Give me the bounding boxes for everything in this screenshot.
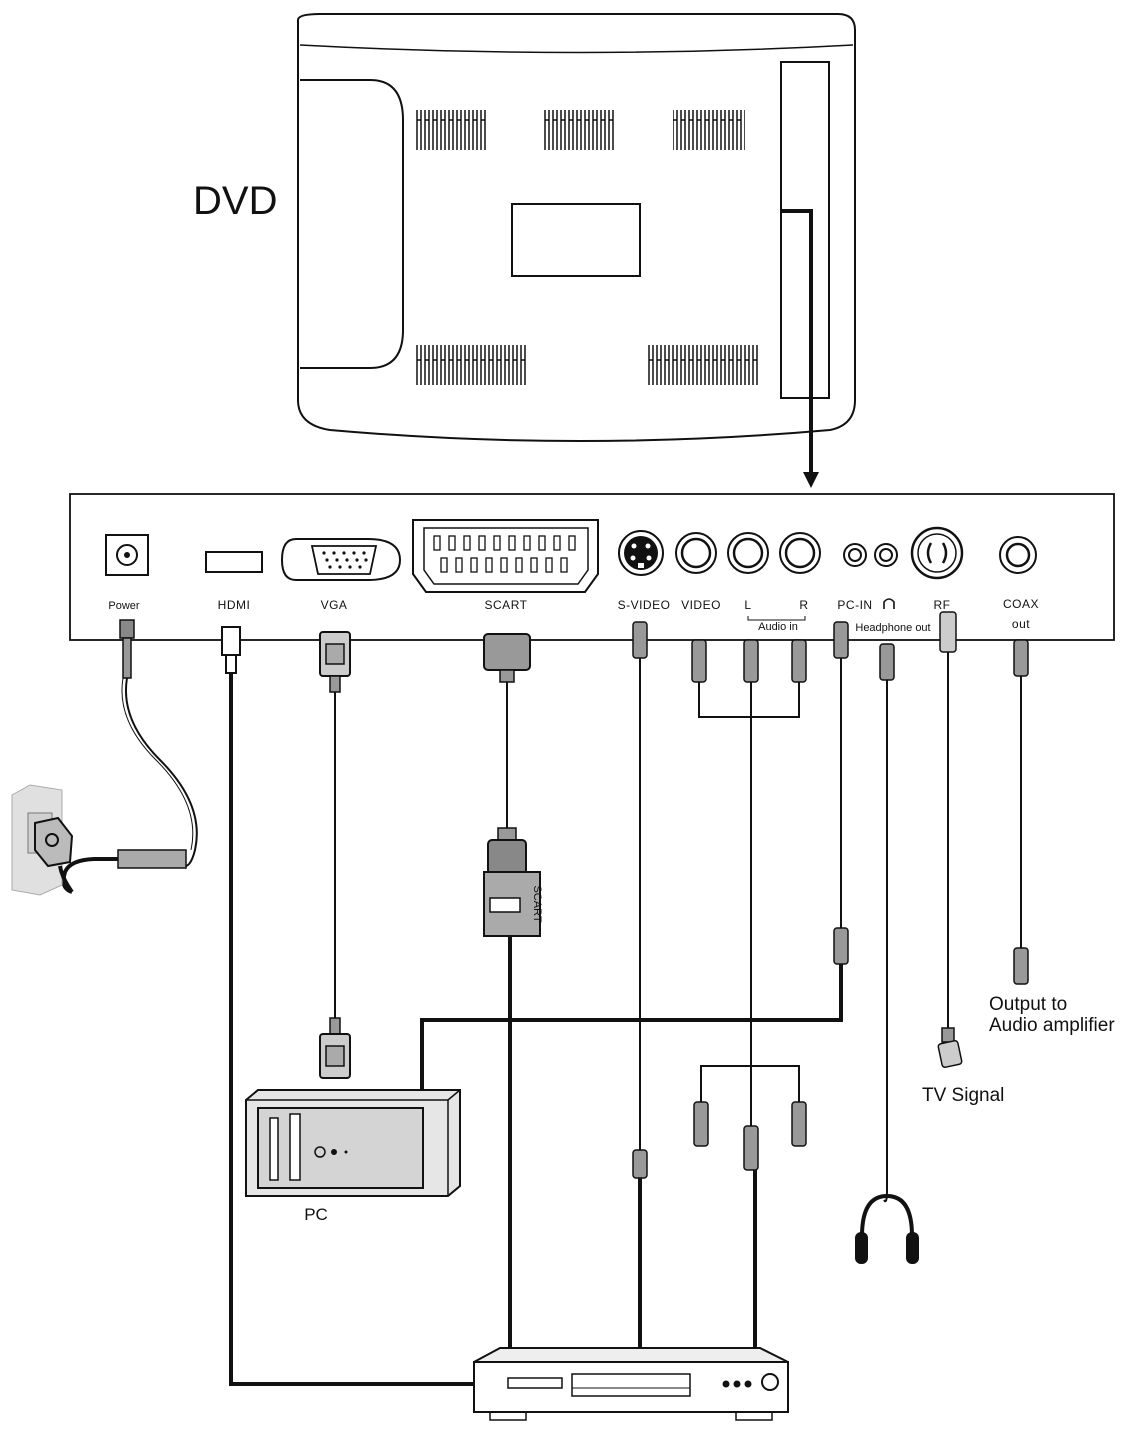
hdmi-label: HDMI (218, 598, 251, 612)
audio-r-label: R (799, 598, 808, 612)
coax-cable (1013, 639, 1029, 985)
pc-in-label: PC-IN (837, 598, 872, 612)
pc-label: PC (304, 1205, 328, 1224)
av-cable (691, 639, 807, 1348)
tv-signal-label: TV Signal (922, 1085, 1004, 1106)
vga-cable (319, 631, 351, 1079)
power-cable (61, 619, 198, 894)
dvd-label: DVD (193, 179, 277, 223)
coax-label: COAX (1003, 597, 1039, 611)
audio-l-port (727, 532, 769, 574)
pc-tower-icon (245, 1089, 461, 1197)
scart-port (412, 519, 599, 593)
scart-label: SCART (485, 598, 528, 612)
headphones-icon (855, 1193, 919, 1264)
svideo-label: S-VIDEO (618, 598, 671, 612)
hdmi-cable (221, 626, 474, 1386)
output-label-line1: Output to (989, 994, 1067, 1015)
rf-cable (937, 611, 963, 1069)
audio-l-label: L (744, 598, 751, 612)
scart-cable: SCART (483, 633, 543, 1348)
video-label: VIDEO (681, 598, 721, 612)
power-label: Power (108, 600, 140, 612)
power-plug-icon (34, 816, 74, 894)
svideo-cable (632, 621, 648, 1348)
rf-label: RF (934, 598, 951, 612)
connector-panel (69, 493, 1115, 641)
dvd-slot-arrow (781, 209, 819, 488)
audio-in-bracket (747, 616, 806, 621)
headphone-symbol-icon (883, 598, 895, 609)
vga-port (280, 538, 402, 581)
vga-label: VGA (321, 598, 348, 612)
audio-in-label: Audio in (758, 621, 798, 633)
vent-slots (415, 110, 759, 385)
dvd-player-icon (473, 1347, 789, 1421)
headphone-out-label: Headphone out (855, 622, 930, 634)
coax-port (999, 536, 1037, 574)
headphone-port (874, 543, 898, 567)
hdmi-port (205, 551, 263, 573)
coax-out-label: out (1012, 617, 1030, 631)
pc-audio-cable (420, 621, 849, 1094)
video-port (675, 532, 717, 574)
headphone-cable (879, 643, 895, 1203)
tv-back-housing (297, 13, 856, 442)
scart-connector-label: SCART (531, 885, 543, 922)
svideo-port (618, 530, 664, 576)
pc-in-port (843, 543, 867, 567)
rf-port (910, 526, 964, 580)
audio-r-port (779, 532, 821, 574)
power-port (105, 534, 149, 576)
output-label-line2: Audio amplifier (989, 1015, 1115, 1036)
